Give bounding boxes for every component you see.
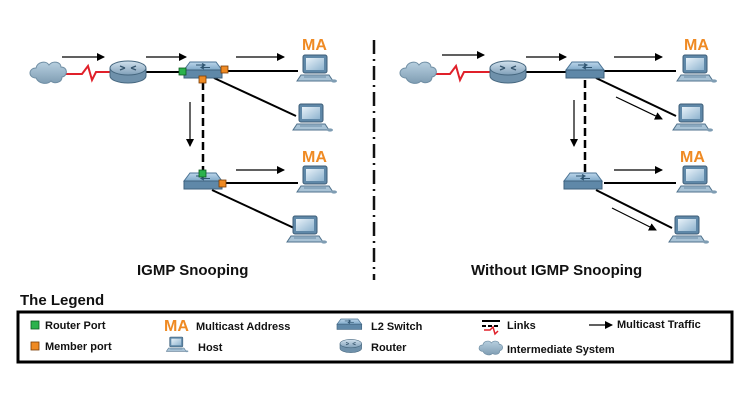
switch-top-right (565, 61, 605, 79)
switch2-host-link-2-left (211, 189, 295, 229)
member-port-swatch (30, 341, 40, 351)
switch-host-link-2-left (213, 77, 297, 117)
router-left (109, 60, 147, 84)
legend-links: Links (507, 320, 536, 332)
caption-igmp-snooping: IGMP Snooping (137, 262, 248, 279)
l2-switch-icon (336, 318, 363, 330)
host-top-right-2 (672, 103, 714, 133)
left-panel: MA MA IGMP Snooping (29, 37, 338, 279)
multicast-traffic-arrow (615, 96, 663, 120)
member-port-marker (220, 65, 229, 74)
ma-label: MA (680, 149, 705, 166)
legend-multicast-traffic: Multicast Traffic (617, 319, 701, 331)
member-port-marker (218, 179, 227, 188)
legend: The Legend Router Port Member port MA Mu… (16, 292, 734, 364)
serial-link-right (436, 63, 490, 83)
switch-top-left (183, 61, 223, 79)
intermediate-system-left (29, 61, 67, 84)
host-ma-top-left (296, 54, 338, 84)
multicast-traffic-arrow (611, 207, 657, 231)
legend-router: Router (371, 342, 407, 354)
legend-host: Host (198, 342, 223, 354)
router-port-marker (178, 67, 187, 76)
legend-router-port: Router Port (45, 320, 106, 332)
host-bottom-left-2 (286, 215, 328, 245)
legend-member-port: Member port (45, 341, 112, 353)
member-port-marker (198, 75, 207, 84)
switch2-host-link-2-right (595, 189, 673, 229)
legend-ma-symbol: MA (164, 318, 189, 335)
router-icon (339, 338, 363, 354)
legend-multicast-address: Multicast Address (196, 321, 290, 333)
host-ma-bottom-right (676, 165, 718, 195)
right-panel: MA MA Without IGMP Snooping (399, 37, 718, 279)
ma-label: MA (302, 149, 327, 166)
legend-intermediate-system: Intermediate System (507, 344, 615, 356)
ma-label: MA (302, 37, 327, 54)
intermediate-system-right (399, 61, 437, 84)
host-ma-bottom-left (296, 165, 338, 195)
ma-label: MA (684, 37, 709, 54)
switch-host-link-2-right (595, 77, 677, 117)
legend-box (16, 310, 734, 364)
host-ma-top-right (676, 54, 718, 84)
router-port-swatch (30, 320, 40, 330)
router-port-marker (198, 169, 207, 178)
serial-link-left (66, 63, 112, 83)
links-icon (482, 320, 500, 336)
router-right (489, 60, 527, 84)
host-bottom-right-2 (668, 215, 710, 245)
host-top-left-2 (292, 103, 334, 133)
switch-bottom-right (563, 172, 603, 190)
caption-without-igmp-snooping: Without IGMP Snooping (471, 262, 642, 279)
legend-l2-switch: L2 Switch (371, 321, 423, 333)
legend-title: The Legend (20, 292, 104, 309)
